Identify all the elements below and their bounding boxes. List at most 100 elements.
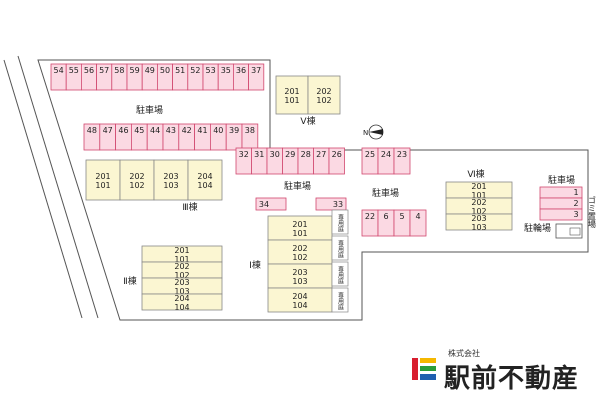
parking-space-number: 28 xyxy=(301,150,311,159)
parking-space-number: 31 xyxy=(254,150,264,159)
parking-space-number: 49 xyxy=(145,66,155,75)
parking-space-33: 33 xyxy=(315,197,347,211)
parking-space-number: 27 xyxy=(316,150,326,159)
unit-number-upper: 204 xyxy=(197,172,212,181)
parking-space-28: 28 xyxy=(297,147,314,175)
parking-space-number: 53 xyxy=(206,66,216,75)
parking-space-40: 40 xyxy=(209,123,227,151)
parking-space-number: 34 xyxy=(259,200,269,209)
parking-area-label-far-right: 駐車場 xyxy=(548,174,575,186)
parking-space-48: 48 xyxy=(83,123,101,151)
parking-space-number: 1 xyxy=(573,188,578,197)
parking-area-label-top: 駐車場 xyxy=(136,104,163,116)
parking-space-31: 31 xyxy=(251,147,268,175)
parking-space-44: 44 xyxy=(146,123,164,151)
unit-number-lower: 101 xyxy=(95,181,110,190)
parking-space-41: 41 xyxy=(194,123,211,151)
road-edge-inner xyxy=(17,55,99,319)
parking-space-number: 39 xyxy=(229,126,239,135)
parking-space-45: 45 xyxy=(130,123,148,151)
parking-space-number: 51 xyxy=(175,66,185,75)
parking-space-number: 56 xyxy=(84,66,94,75)
unit-number-upper: 201 xyxy=(174,246,189,255)
bike-parking-label: 駐輪場 xyxy=(524,222,551,234)
parking-space-58: 58 xyxy=(111,63,128,91)
unit-number-upper: 203 xyxy=(471,214,486,223)
parking-space-46: 46 xyxy=(115,123,132,151)
road-edge-outer xyxy=(3,59,83,319)
parking-space-22: 22 xyxy=(361,209,379,237)
north-arrow-icon: N xyxy=(363,124,384,140)
parking-space-number: 22 xyxy=(365,212,375,221)
parking-space-5: 5 xyxy=(393,209,411,237)
unit-number-upper: 202 xyxy=(471,198,486,207)
unit-number-lower: 102 xyxy=(129,181,144,190)
parking-space-54: 54 xyxy=(50,63,67,91)
building-name: Ⅴ棟 xyxy=(300,115,315,127)
parking-space-24: 24 xyxy=(377,147,395,175)
unit-number-lower: 103 xyxy=(174,287,189,296)
parking-space-number: 54 xyxy=(54,66,64,75)
parking-area-label-center: 駐車場 xyxy=(284,180,311,192)
parking-space-53: 53 xyxy=(202,63,219,91)
parking-space-number: 58 xyxy=(114,66,124,75)
parking-space-50: 50 xyxy=(156,63,173,91)
parking-space-number: 35 xyxy=(221,66,231,75)
parking-space-number: 50 xyxy=(160,66,170,75)
parking-space-number: 23 xyxy=(397,150,407,159)
unit-number-upper: 201 xyxy=(471,182,486,191)
unit-number-upper: 202 xyxy=(316,87,331,96)
parking-space-number: 24 xyxy=(381,150,391,159)
parking-space-number: 55 xyxy=(69,66,79,75)
company-type-label: 株式会社 xyxy=(448,349,480,358)
parking-space-4: 4 xyxy=(409,209,427,237)
parking-space-number: 38 xyxy=(245,126,255,135)
company-name: 駅前不動産 xyxy=(444,364,580,394)
unit-number-upper: 204 xyxy=(292,292,307,301)
parking-space-59: 59 xyxy=(126,63,143,91)
company-brand: 株式会社 駅前不動産 xyxy=(408,348,588,394)
unit-number-lower: 101 xyxy=(471,191,486,200)
parking-space-2: 2 xyxy=(539,197,583,210)
parking-space-number: 5 xyxy=(399,212,404,221)
north-letter: N xyxy=(363,129,368,137)
unit-number-lower: 102 xyxy=(316,96,331,105)
parking-space-23: 23 xyxy=(393,147,411,175)
parking-space-number: 44 xyxy=(150,126,160,135)
building-name: Ⅱ棟 xyxy=(123,275,136,287)
parking-space-number: 29 xyxy=(285,150,295,159)
parking-space-number: 45 xyxy=(134,126,144,135)
parking-space-number: 43 xyxy=(166,126,176,135)
unit-number-upper: 201 xyxy=(95,172,110,181)
parking-space-number: 40 xyxy=(213,126,223,135)
unit-number-lower: 102 xyxy=(292,253,307,262)
unit-number-lower: 101 xyxy=(174,255,189,264)
parking-space-number: 46 xyxy=(118,126,128,135)
parking-space-29: 29 xyxy=(282,147,299,175)
unit-number-upper: 203 xyxy=(163,172,178,181)
unit-number-upper: 202 xyxy=(174,262,189,271)
parking-space-number: 30 xyxy=(270,150,280,159)
parking-space-number: 4 xyxy=(415,212,420,221)
unit-number-upper: 202 xyxy=(292,244,307,253)
unit-number-lower: 101 xyxy=(292,229,307,238)
parking-space-27: 27 xyxy=(313,147,330,175)
parking-space-56: 56 xyxy=(81,63,98,91)
unit-number-lower: 103 xyxy=(292,277,307,286)
private-garden: 専用庭 xyxy=(331,209,349,235)
parking-space-47: 47 xyxy=(99,123,117,151)
parking-space-6: 6 xyxy=(377,209,395,237)
unit-number-upper: 203 xyxy=(174,278,189,287)
